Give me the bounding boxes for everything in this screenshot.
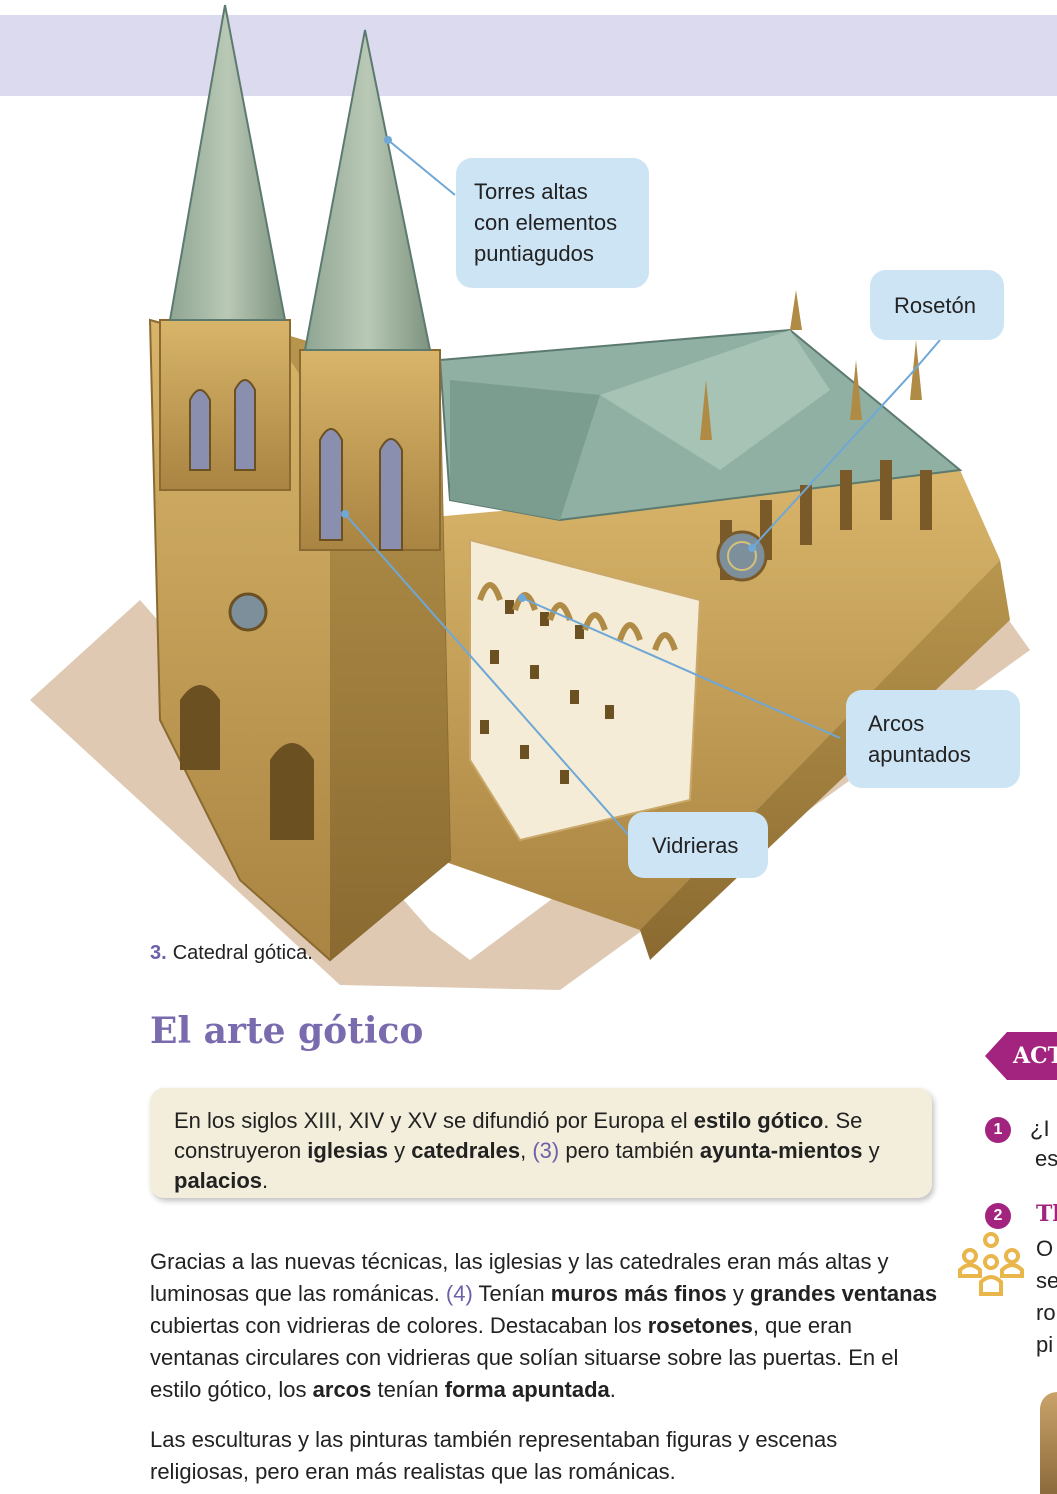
text-run: . (262, 1168, 269, 1193)
activity-1-text: es (1035, 1146, 1057, 1171)
activity-number-1: 1 (985, 1117, 1011, 1143)
activity-2-text: se (1036, 1268, 1057, 1293)
header-band (0, 15, 1057, 96)
text-run: tenían (371, 1377, 445, 1402)
text-run: , (520, 1138, 533, 1163)
section-title: El arte gótico (150, 1010, 424, 1052)
activities-tab: ACT (985, 1032, 1057, 1080)
text-bold: rosetones (647, 1313, 753, 1338)
body-paragraph-1: Gracias a las nuevas técnicas, las igles… (150, 1246, 940, 1406)
text-run: , que eran ventanas circulares con vidri… (150, 1313, 899, 1402)
activity-2-title: Tl (1036, 1201, 1057, 1227)
text-bold: ayunta-mientos (699, 1138, 863, 1163)
text-run: y (388, 1138, 412, 1163)
text-run: . (609, 1377, 616, 1402)
text-bold: grandes ventanas (749, 1281, 938, 1306)
text-bold: forma apuntada (444, 1377, 610, 1402)
activity-2-text: ro (1036, 1300, 1056, 1325)
figure-reference-link[interactable]: (4) (445, 1281, 473, 1306)
text-run: pero también (559, 1138, 700, 1163)
text-bold: iglesias (307, 1138, 389, 1163)
callout-arches: Arcos apuntados (846, 690, 1020, 788)
callout-rose-window: Rosetón (870, 270, 1004, 340)
text-bold: palacios (174, 1168, 263, 1193)
figure-caption-text: Catedral gótica. (172, 942, 313, 964)
group-work-icon (958, 1232, 1024, 1296)
activity-1-text: ¿I (1030, 1116, 1050, 1141)
text-run: y (726, 1281, 750, 1306)
key-summary-box: En los siglos XIII, XIV y XV se difundió… (150, 1088, 932, 1198)
callout-towers: Torres altas con elementos puntiagudos (456, 158, 649, 288)
text-bold: muros más finos (550, 1281, 727, 1306)
text-run: En los siglos XIII, XIV y XV se difundió… (174, 1108, 694, 1133)
text-run: . Se construyeron (174, 1108, 863, 1163)
text-run: Gracias a las nuevas técnicas, las igles… (150, 1249, 889, 1306)
cathedral-illustration (30, 4, 1030, 990)
text-bold: catedrales (411, 1138, 521, 1163)
text-run: y (862, 1138, 880, 1163)
callout-stained-glass: Vidrieras (628, 812, 768, 878)
body-paragraph-2: Las esculturas y las pinturas también re… (150, 1427, 838, 1484)
text-run: Tenían (472, 1281, 551, 1306)
text-bold: estilo gótico (693, 1108, 824, 1133)
figure-number: 3. (150, 942, 167, 964)
west-facade (148, 4, 452, 962)
text-run: cubiertas con vidrieras de colores. Dest… (150, 1313, 648, 1338)
activity-2-text: pi (1036, 1332, 1054, 1357)
figure-reference-link[interactable]: (3) (532, 1138, 560, 1163)
text-bold: arcos (312, 1377, 372, 1402)
leader-lines (344, 139, 941, 849)
photo-thumbnail (1040, 1392, 1057, 1494)
activity-number-2: 2 (985, 1203, 1011, 1229)
activity-2-text: O (1036, 1236, 1054, 1261)
figure-caption: 3.Catedral gótica. (150, 942, 313, 965)
